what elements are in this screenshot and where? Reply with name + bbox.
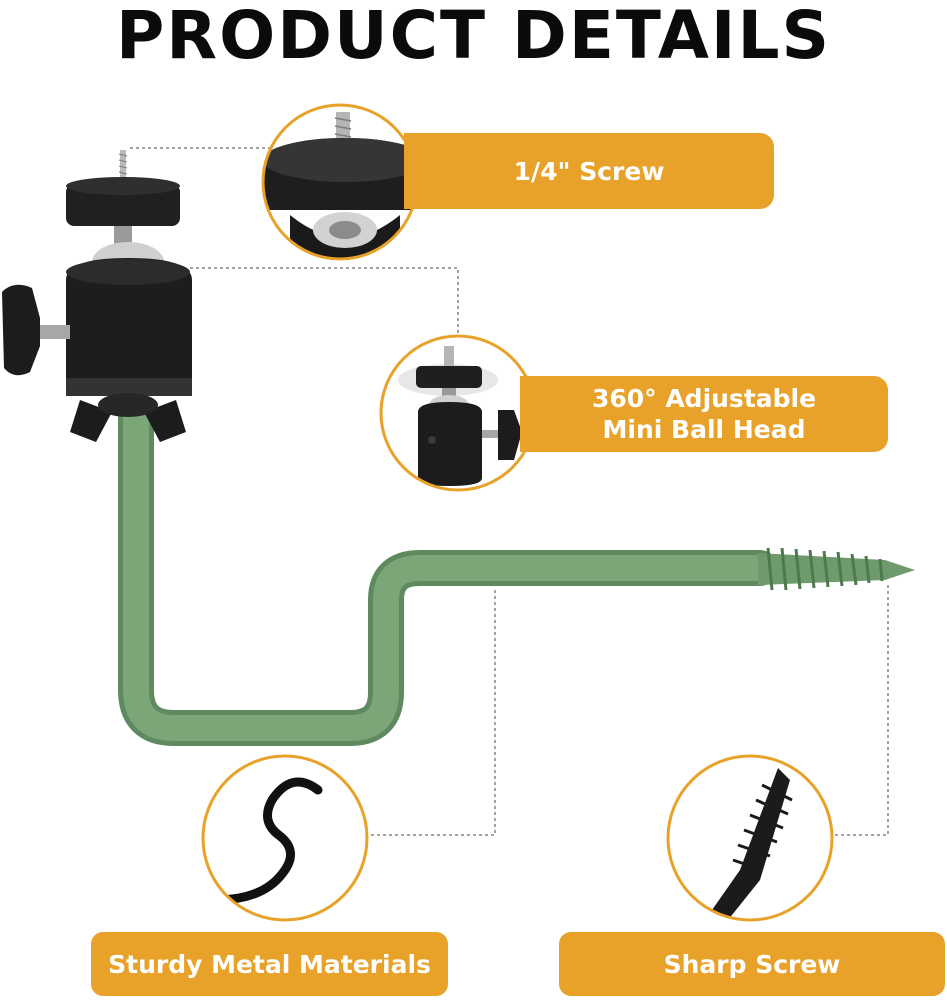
screw-label-text: 1/4" Screw [513, 156, 665, 186]
screw-tip [758, 547, 915, 591]
green-arm [118, 392, 778, 746]
callout-metal-label: Sturdy Metal Materials [91, 932, 448, 996]
inset-sharp-detail [666, 754, 834, 922]
inset-metal-detail [201, 754, 369, 922]
sharp-label-text: Sharp Screw [663, 949, 841, 979]
ball-head-mount [2, 150, 192, 442]
ball-head-label-line2: Mini Ball Head [602, 415, 806, 444]
metal-label-text: Sturdy Metal Materials [108, 949, 431, 979]
leader-lines [130, 147, 889, 836]
ball-head-label-line1: 360° Adjustable [591, 384, 817, 413]
callout-sharp-screw-label: Sharp Screw [559, 932, 945, 996]
inset-ball-head-detail [379, 334, 537, 492]
page-title: PRODUCT DETAILS [115, 0, 832, 74]
inset-screw-detail [261, 103, 419, 261]
callout-screw-label: 1/4" Screw [404, 133, 774, 209]
callout-ball-head-label: 360° Adjustable Mini Ball Head [520, 376, 888, 452]
